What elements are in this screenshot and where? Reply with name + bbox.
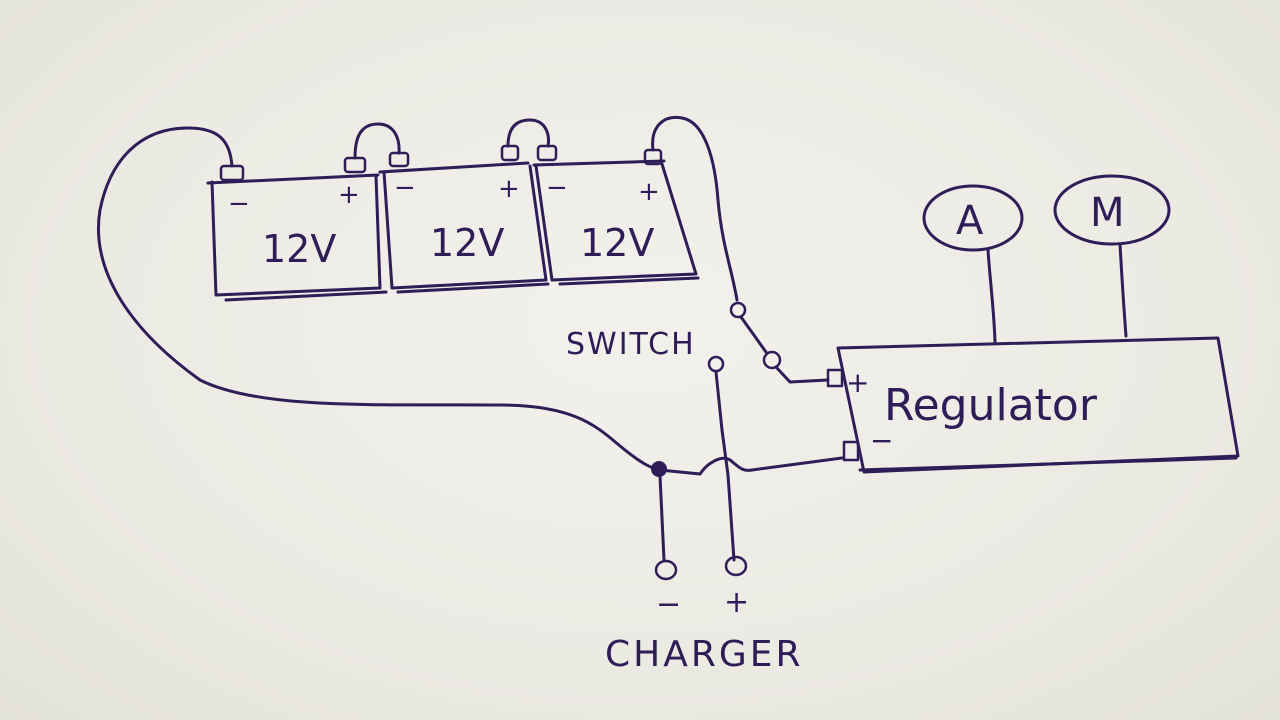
battery-3: − + 12V <box>532 144 700 286</box>
regulator-plus-terminal <box>826 368 844 388</box>
battery-2-plus-label: + <box>498 174 520 204</box>
battery-1-minus-terminal <box>219 164 245 182</box>
switch: SWITCH <box>566 301 782 373</box>
regulator-label: Regulator <box>884 380 1098 431</box>
battery-2-minus-terminal <box>388 151 410 168</box>
ammeter: A <box>922 184 1024 344</box>
charger-minus-label: − <box>656 587 681 622</box>
battery-1-voltage-label: 12V <box>262 227 336 271</box>
voltmeter: M <box>1053 174 1171 338</box>
regulator-plus-label: + <box>846 366 869 399</box>
negative-main-wire <box>97 126 662 472</box>
switch-contact-regulator <box>762 350 782 370</box>
junction-to-regulator-minus-wire <box>658 456 844 476</box>
ammeter-wire <box>986 248 997 344</box>
battery-3-minus-terminal <box>536 144 558 162</box>
battery-1-minus-label: − <box>228 189 250 219</box>
charger-plus-wire <box>714 370 736 562</box>
battery-3-minus-label: − <box>546 173 568 203</box>
battery-1-plus-label: + <box>338 180 360 210</box>
switch-label: SWITCH <box>566 327 696 362</box>
battery-2-minus-label: − <box>394 173 416 203</box>
switch-lever <box>739 315 768 354</box>
switch-to-regulator-wire <box>774 365 830 384</box>
battery-1-plus-terminal <box>343 156 367 174</box>
switch-contact-top <box>729 301 747 319</box>
charger-plus-terminal <box>724 555 748 577</box>
battery-2-voltage-label: 12V <box>430 221 504 265</box>
battery-3-voltage-label: 12V <box>580 221 654 265</box>
switch-contact-charger <box>707 355 725 373</box>
charger: − + CHARGER <box>605 555 804 675</box>
charger-label: CHARGER <box>605 634 804 675</box>
ammeter-label: A <box>956 198 984 244</box>
jumper-wire-2-3 <box>506 118 550 148</box>
jumper-wire-1-2 <box>353 122 401 160</box>
charger-minus-terminal <box>654 559 678 581</box>
voltmeter-wire <box>1118 242 1128 338</box>
battery-3-plus-label: + <box>638 177 660 207</box>
regulator-minus-terminal <box>842 440 860 462</box>
regulator-minus-label: − <box>870 424 893 457</box>
battery-1: − + 12V <box>206 156 388 302</box>
charger-plus-label: + <box>724 585 749 620</box>
charger-minus-wire <box>658 474 666 562</box>
voltmeter-label: M <box>1090 190 1125 236</box>
battery-2-plus-terminal <box>500 144 520 162</box>
positive-main-wire <box>651 115 739 302</box>
regulator: + − Regulator <box>826 336 1240 474</box>
battery-2: − + 12V <box>378 144 550 294</box>
